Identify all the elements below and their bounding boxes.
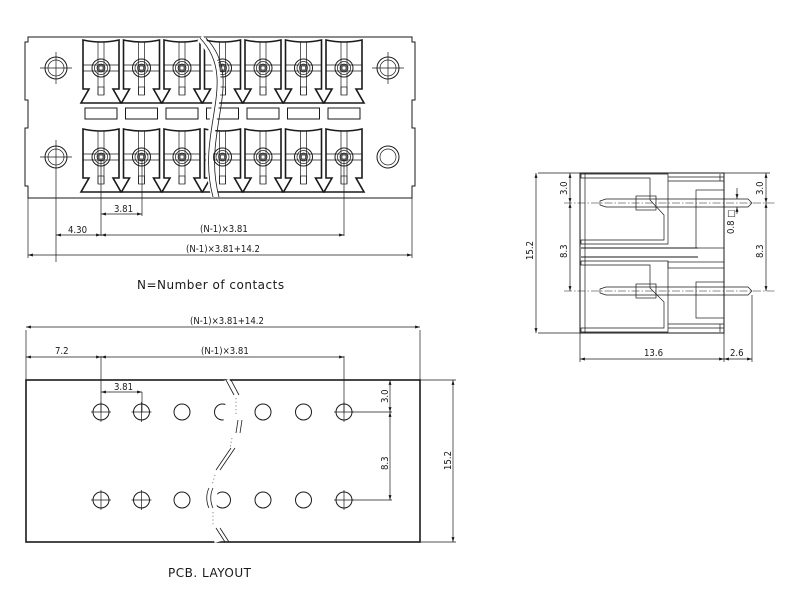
side-view: 15.2 3.0 8.3 3.0 8.3 0.8 □ 13.6 2.6 xyxy=(525,172,776,362)
pcb-dim-span: (N-1)×3.81 xyxy=(201,346,249,357)
separator-slot xyxy=(165,107,199,120)
contact-cell xyxy=(160,39,204,120)
front-dim-span: (N-1)×3.81 xyxy=(200,224,248,235)
separator-slot xyxy=(287,107,320,120)
pcb-layout: (N-1)×3.81+14.2 7.2 (N-1)×3.81 3.81 3.0 … xyxy=(25,316,456,543)
front-dim-overall: (N-1)×3.81+14.2 xyxy=(186,244,260,255)
separator-slot xyxy=(206,107,239,120)
pcb-hole xyxy=(334,490,354,510)
side-dim-body-depth: 13.6 xyxy=(644,348,663,359)
side-dim-row-spacing-right: 8.3 xyxy=(755,244,766,258)
contact-cell xyxy=(120,39,163,120)
pcb-hole xyxy=(131,402,152,422)
separator-slot xyxy=(327,107,361,120)
pcb-hole xyxy=(173,491,191,509)
pcb-dim-pitch: 3.81 xyxy=(114,382,133,393)
pcb-dim-edge-to-first: 7.2 xyxy=(55,346,69,357)
pcb-outline xyxy=(25,379,421,543)
front-dim-pitch: 3.81 xyxy=(114,204,133,215)
contact-cells xyxy=(79,39,366,193)
pcb-dim-top-offset: 3.0 xyxy=(380,389,391,403)
pcb-caption: PCB. LAYOUT xyxy=(168,566,252,580)
side-dim-pin-protrusion: 2.6 xyxy=(730,348,744,359)
side-dim-row-spacing-left: 8.3 xyxy=(559,244,570,258)
legend-text: N=Number of contacts xyxy=(137,278,285,292)
mounting-hole-bottom-left xyxy=(40,140,72,262)
contact-cell xyxy=(282,128,325,193)
contact-cell xyxy=(79,39,123,120)
pcb-hole xyxy=(91,490,111,510)
pcb-hole xyxy=(131,490,152,510)
contact-cell xyxy=(282,39,325,120)
pcb-dim-row-spacing: 8.3 xyxy=(380,456,391,470)
side-dim-top-offset-right: 3.0 xyxy=(755,181,766,195)
contact-cell xyxy=(322,39,366,120)
mounting-hole-bottom-right xyxy=(376,145,400,169)
side-dim-height: 15.2 xyxy=(525,241,536,260)
contact-cell xyxy=(160,128,204,193)
mounting-hole-top-right xyxy=(372,52,404,84)
separator-slot xyxy=(84,107,118,120)
separator-slot xyxy=(125,107,158,120)
contact-cell xyxy=(120,128,163,193)
side-dim-top-offset-left: 3.0 xyxy=(559,181,570,195)
separator-slot xyxy=(246,107,280,120)
pcb-hole xyxy=(254,491,272,509)
front-dim-edge-to-first: 4.30 xyxy=(68,225,87,236)
pcb-hole xyxy=(254,403,272,421)
pcb-hole xyxy=(295,491,312,509)
mounting-hole-top-left xyxy=(40,52,72,84)
side-body-outline xyxy=(579,172,725,334)
pcb-hole xyxy=(173,403,191,421)
pcb-dim-overall: (N-1)×3.81+14.2 xyxy=(190,316,264,327)
front-view: 3.81 4.30 (N-1)×3.81 (N-1)×3.81+14.2 xyxy=(24,35,416,262)
pcb-hole xyxy=(295,403,312,421)
pcb-dim-height: 15.2 xyxy=(443,451,454,470)
side-dim-pin-size: 0.8 □ xyxy=(726,210,737,234)
contact-cell xyxy=(241,128,285,193)
contact-cell xyxy=(241,39,285,120)
